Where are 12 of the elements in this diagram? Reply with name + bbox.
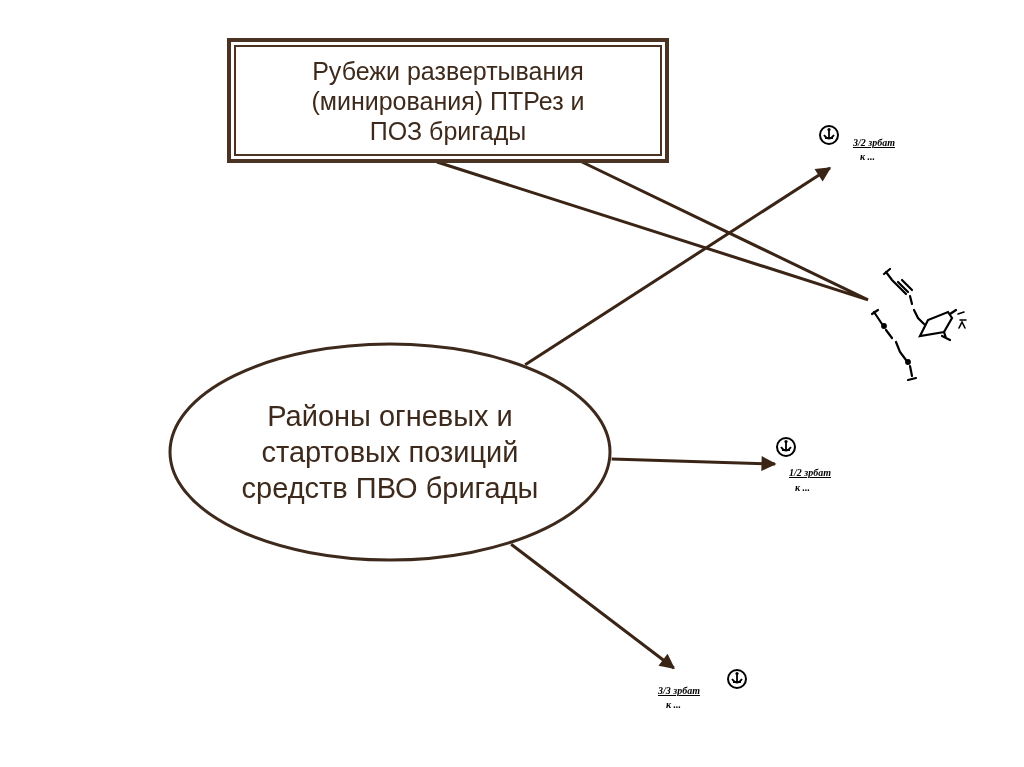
unit-note: к ...: [860, 150, 876, 163]
unit-note: к ...: [666, 698, 682, 711]
unit-label: 3/3 зрбат: [658, 684, 700, 697]
unit-note: к ...: [795, 481, 811, 494]
callout-text: Рубежи развертывания (минирования) ПТРез и ПОЗ бригады: [310, 55, 586, 146]
arrow: [510, 543, 675, 670]
arrow: [611, 456, 777, 472]
unit-label: 1/2 зрбат: [789, 466, 831, 479]
callout-box: [227, 38, 669, 163]
ellipse-text: Районы огневых и стартовых позиций средств ПВО бригады: [240, 398, 540, 507]
arrow: [524, 166, 832, 366]
unit-label: 3/2 зрбат: [853, 136, 895, 149]
